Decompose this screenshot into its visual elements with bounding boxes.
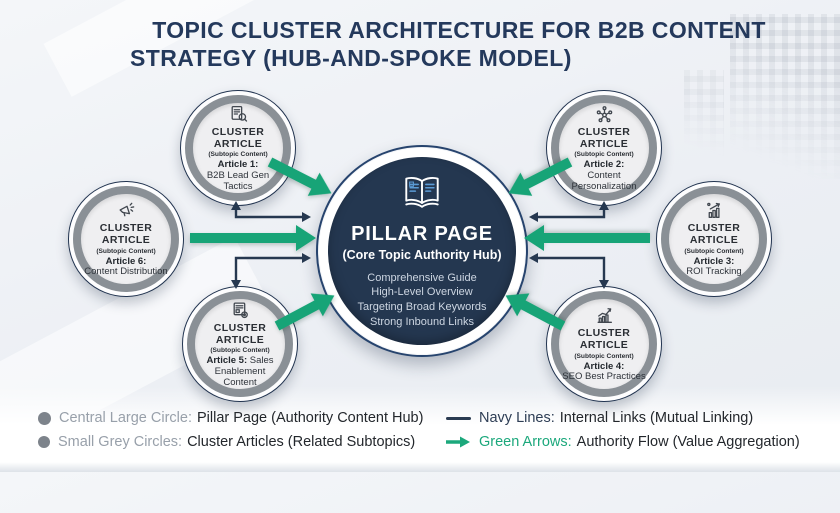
cluster-circle-article-3: CLUSTER ARTICLE (Subtopic Content) Artic… <box>656 181 772 297</box>
cluster-heading: CLUSTER ARTICLE <box>577 327 631 351</box>
pillar-title: PILLAR PAGE <box>351 222 493 245</box>
legend-label: Central Large Circle: <box>59 410 192 426</box>
page-title-line1: TOPIC CLUSTER ARCHITECTURE FOR B2B CONTE… <box>152 17 766 43</box>
network-nodes-icon <box>594 104 615 126</box>
navy-line-marker <box>446 416 471 420</box>
navy-link-article5-pillar <box>231 253 311 289</box>
legend-value: Cluster Articles (Related Subtopics) <box>187 434 416 450</box>
legend-label: Navy Lines: <box>479 410 555 426</box>
trend-chart-icon <box>594 305 615 327</box>
legend-item-navy-lines: Navy Lines: Internal Links (Mutual Linki… <box>446 406 800 430</box>
green-arrow-article2-pillar <box>508 157 573 196</box>
small-grey-circle-marker <box>38 436 50 448</box>
legend-value: Authority Flow (Value Aggregation) <box>576 434 800 450</box>
cluster-topic: Article 3: ROI Tracking <box>686 255 742 278</box>
legend-value: Pillar Page (Authority Content Hub) <box>196 410 424 426</box>
legend-label: Small Grey Circles: <box>58 434 183 450</box>
cluster-heading: CLUSTER ARTICLE <box>211 125 265 150</box>
green-arrow-marker <box>446 435 471 449</box>
cluster-topic: Article 1: B2B Lead Gen Tactics <box>206 159 270 192</box>
connector-layer <box>190 157 650 331</box>
megaphone-icon <box>116 200 137 222</box>
growth-chart-icon <box>704 200 725 222</box>
pillar-feature: High-Level Overview <box>371 286 473 299</box>
pillar-page-disc: PILLAR PAGE (Core Topic Authority Hub) C… <box>328 157 516 345</box>
pillar-subtitle: (Core Topic Authority Hub) <box>342 247 502 262</box>
green-arrow-article3-pillar <box>524 225 650 251</box>
cluster-subheading: (Subtopic Content) <box>574 352 634 360</box>
legend-item-pillar: Central Large Circle: Pillar Page (Autho… <box>38 406 423 430</box>
legend-label: Green Arrows: <box>479 434 572 450</box>
page-title: TOPIC CLUSTER ARCHITECTURE FOR B2B CONTE… <box>0 16 840 72</box>
pillar-page-circle: PILLAR PAGE (Core Topic Authority Hub) C… <box>316 145 528 357</box>
green-arrow-article5-pillar <box>274 293 335 331</box>
pillar-feature: Comprehensive Guide <box>367 271 477 284</box>
green-arrow-article6-pillar <box>190 225 316 251</box>
navy-link-article4-pillar <box>529 253 609 289</box>
cluster-subheading: (Subtopic Content) <box>684 247 744 255</box>
green-arrow-article1-pillar <box>267 157 332 196</box>
navy-link-article1-pillar <box>231 201 311 222</box>
cluster-topic: Article 4: SEO Best Practices <box>562 360 646 383</box>
green-arrow-article4-pillar <box>505 293 566 331</box>
cluster-heading: CLUSTER ARTICLE <box>687 222 741 246</box>
open-book-icon <box>399 173 445 218</box>
page-title-line2: STRATEGY (HUB-AND-SPOKE MODEL) <box>130 45 572 72</box>
pillar-feature: Strong Inbound Links <box>370 315 474 328</box>
cluster-heading: CLUSTER ARTICLE <box>577 125 631 150</box>
document-search-icon <box>228 104 249 126</box>
cluster-subheading: (Subtopic Content) <box>574 151 634 159</box>
cluster-subheading: (Subtopic Content) <box>208 151 268 159</box>
cluster-circle-article-4: CLUSTER ARTICLE (Subtopic Content) Artic… <box>546 286 662 402</box>
cluster-topic: Article 2: Content Personalization <box>571 159 637 192</box>
legend-right-column: Navy Lines: Internal Links (Mutual Linki… <box>446 406 800 454</box>
legend-value: Internal Links (Mutual Linking) <box>559 410 754 426</box>
legend-item-clusters: Small Grey Circles: Cluster Articles (Re… <box>38 430 423 454</box>
cluster-circle-article-2: CLUSTER ARTICLE (Subtopic Content) Artic… <box>546 90 662 206</box>
legend-left-column: Central Large Circle: Pillar Page (Autho… <box>38 406 423 454</box>
navy-link-article2-pillar <box>529 201 609 222</box>
legend-item-green-arrows: Green Arrows: Authority Flow (Value Aggr… <box>446 430 800 454</box>
pillar-feature-list: Comprehensive Guide High-Level Overview … <box>357 271 486 329</box>
pillar-feature: Targeting Broad Keywords <box>357 301 487 313</box>
large-grey-circle-marker <box>38 411 51 425</box>
